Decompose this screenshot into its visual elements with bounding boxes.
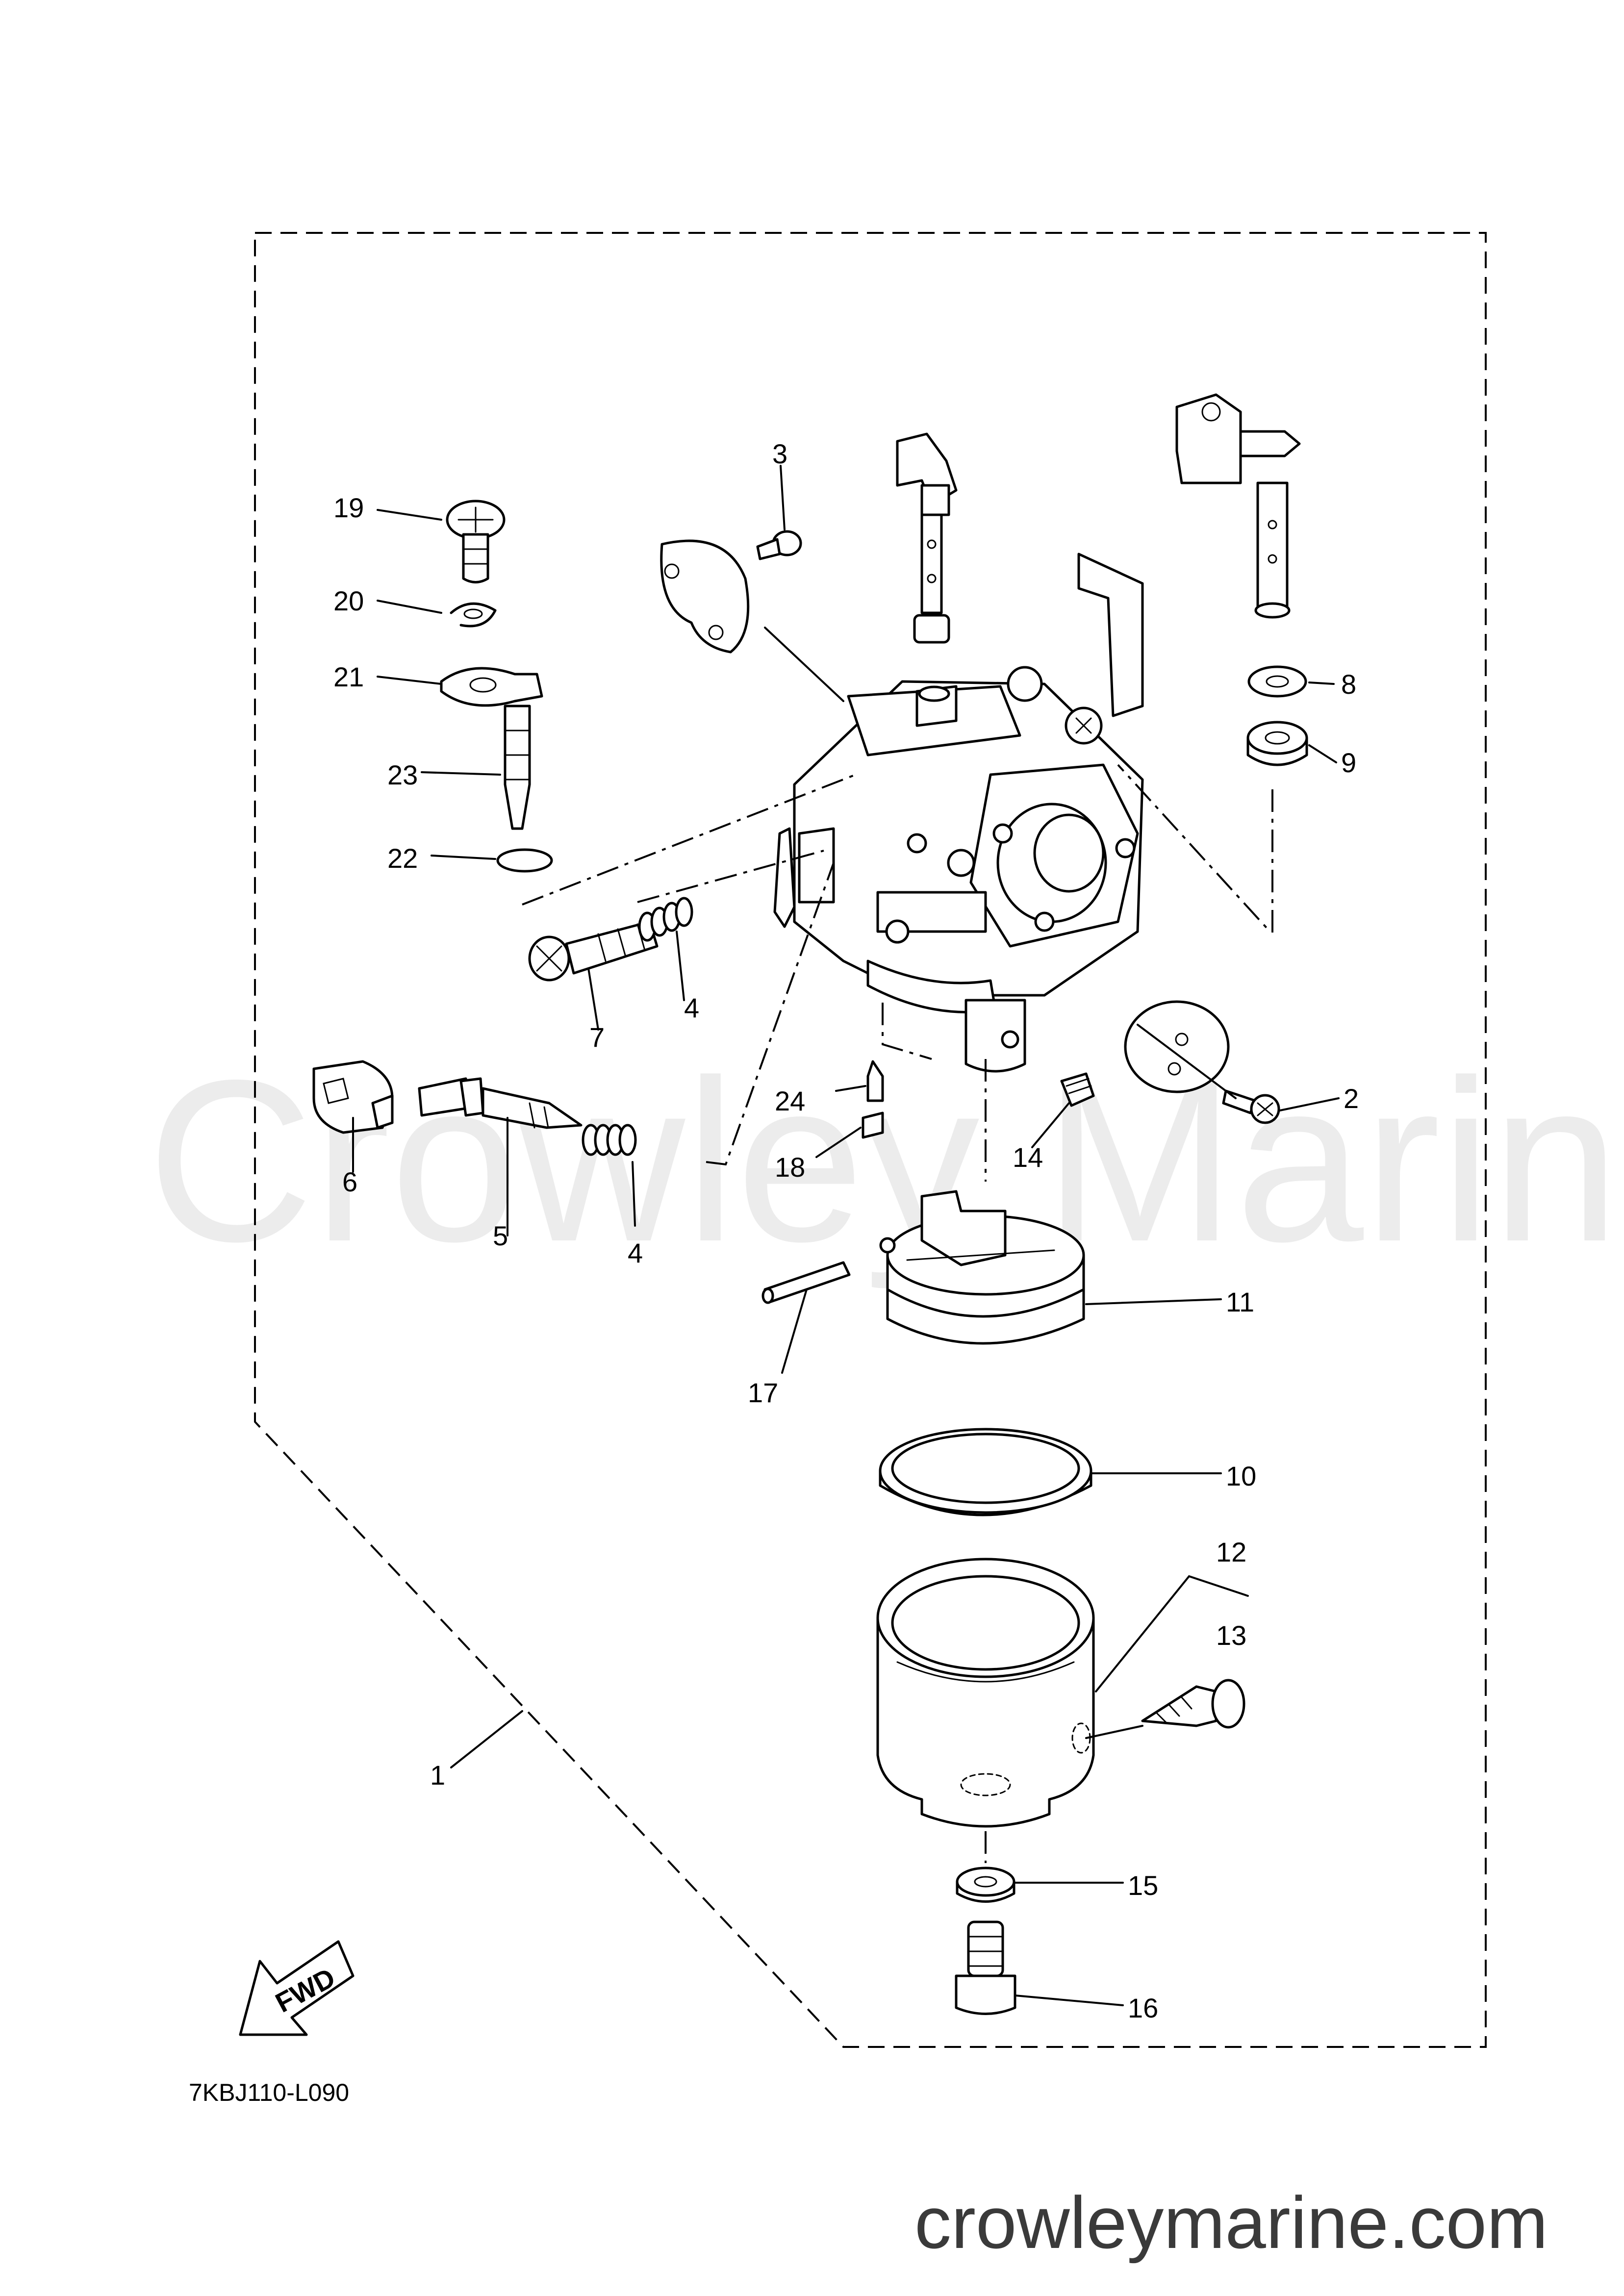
carburetor-body (773, 553, 1144, 1073)
bracket-21 (440, 667, 543, 707)
gasket-10 (879, 1428, 1092, 1516)
cap-6 (312, 1060, 394, 1134)
callout-1: 1 (430, 1760, 445, 1791)
callout-5: 5 (493, 1220, 508, 1251)
float-needle-24 (866, 1060, 884, 1102)
throttle-plate (660, 539, 750, 654)
screw-7 (528, 920, 659, 982)
callout-10: 10 (1226, 1461, 1256, 1491)
callout-16: 16 (1128, 1993, 1158, 2023)
choke-shaft (1175, 393, 1301, 619)
callout-8: 8 (1341, 669, 1356, 700)
screw-13 (1141, 1679, 1245, 1729)
clip-18 (862, 1111, 884, 1139)
callout-6: 6 (342, 1166, 357, 1197)
callout-12: 12 (1216, 1537, 1246, 1567)
callout-3: 3 (772, 438, 787, 469)
callout-9: 9 (1341, 747, 1356, 778)
website-footer: crowleymarine.com (914, 2181, 1548, 2264)
spring-4-upper (638, 897, 693, 942)
callout-22: 22 (387, 843, 418, 874)
callout-17: 17 (748, 1377, 778, 1408)
float-11 (879, 1190, 1085, 1345)
callout-15: 15 (1128, 1870, 1158, 1901)
callout-24: 24 (775, 1085, 805, 1116)
spring-4-lower (582, 1124, 637, 1156)
float-pin-17 (761, 1261, 851, 1304)
callout-19: 19 (333, 492, 364, 523)
drain-bolt-16 (955, 1920, 1016, 2015)
callout-20: 20 (333, 585, 364, 616)
callout-2: 2 (1344, 1083, 1359, 1114)
callouts: 1 2 3 4 4 5 6 7 8 9 10 11 12 13 14 15 16… (333, 438, 1359, 2023)
callout-7: 7 (589, 1022, 605, 1053)
callout-13: 13 (1216, 1620, 1246, 1651)
callout-11: 11 (1226, 1287, 1254, 1317)
screw-2 (1222, 1089, 1280, 1124)
collar-9 (1246, 721, 1308, 766)
axis-lines (522, 764, 1273, 1863)
callout-18: 18 (775, 1152, 805, 1183)
pilot-jet-14 (1060, 1072, 1095, 1107)
callout-23: 23 (387, 759, 418, 790)
lock-washer-20 (450, 602, 497, 628)
throttle-shaft (896, 432, 958, 644)
diagram-code: 7KBJ110-L090 (189, 2079, 349, 2106)
o-ring-22 (496, 848, 553, 873)
choke-plate (1124, 1000, 1230, 1093)
fitting-23 (504, 705, 531, 830)
callout-4-lower: 4 (628, 1237, 643, 1268)
fwd-arrow: FWD (239, 1940, 355, 2036)
callout-14: 14 (1013, 1142, 1043, 1173)
callout-21: 21 (333, 661, 364, 692)
seal-8 (1247, 665, 1307, 698)
screw-19 (446, 500, 506, 583)
float-chamber-12 (876, 1558, 1095, 1828)
washer-15 (956, 1867, 1015, 1903)
leader-lines (352, 465, 1340, 2006)
callout-4-upper: 4 (684, 992, 699, 1023)
screw-3 (756, 530, 802, 560)
assembly-boundary (254, 232, 1487, 2048)
